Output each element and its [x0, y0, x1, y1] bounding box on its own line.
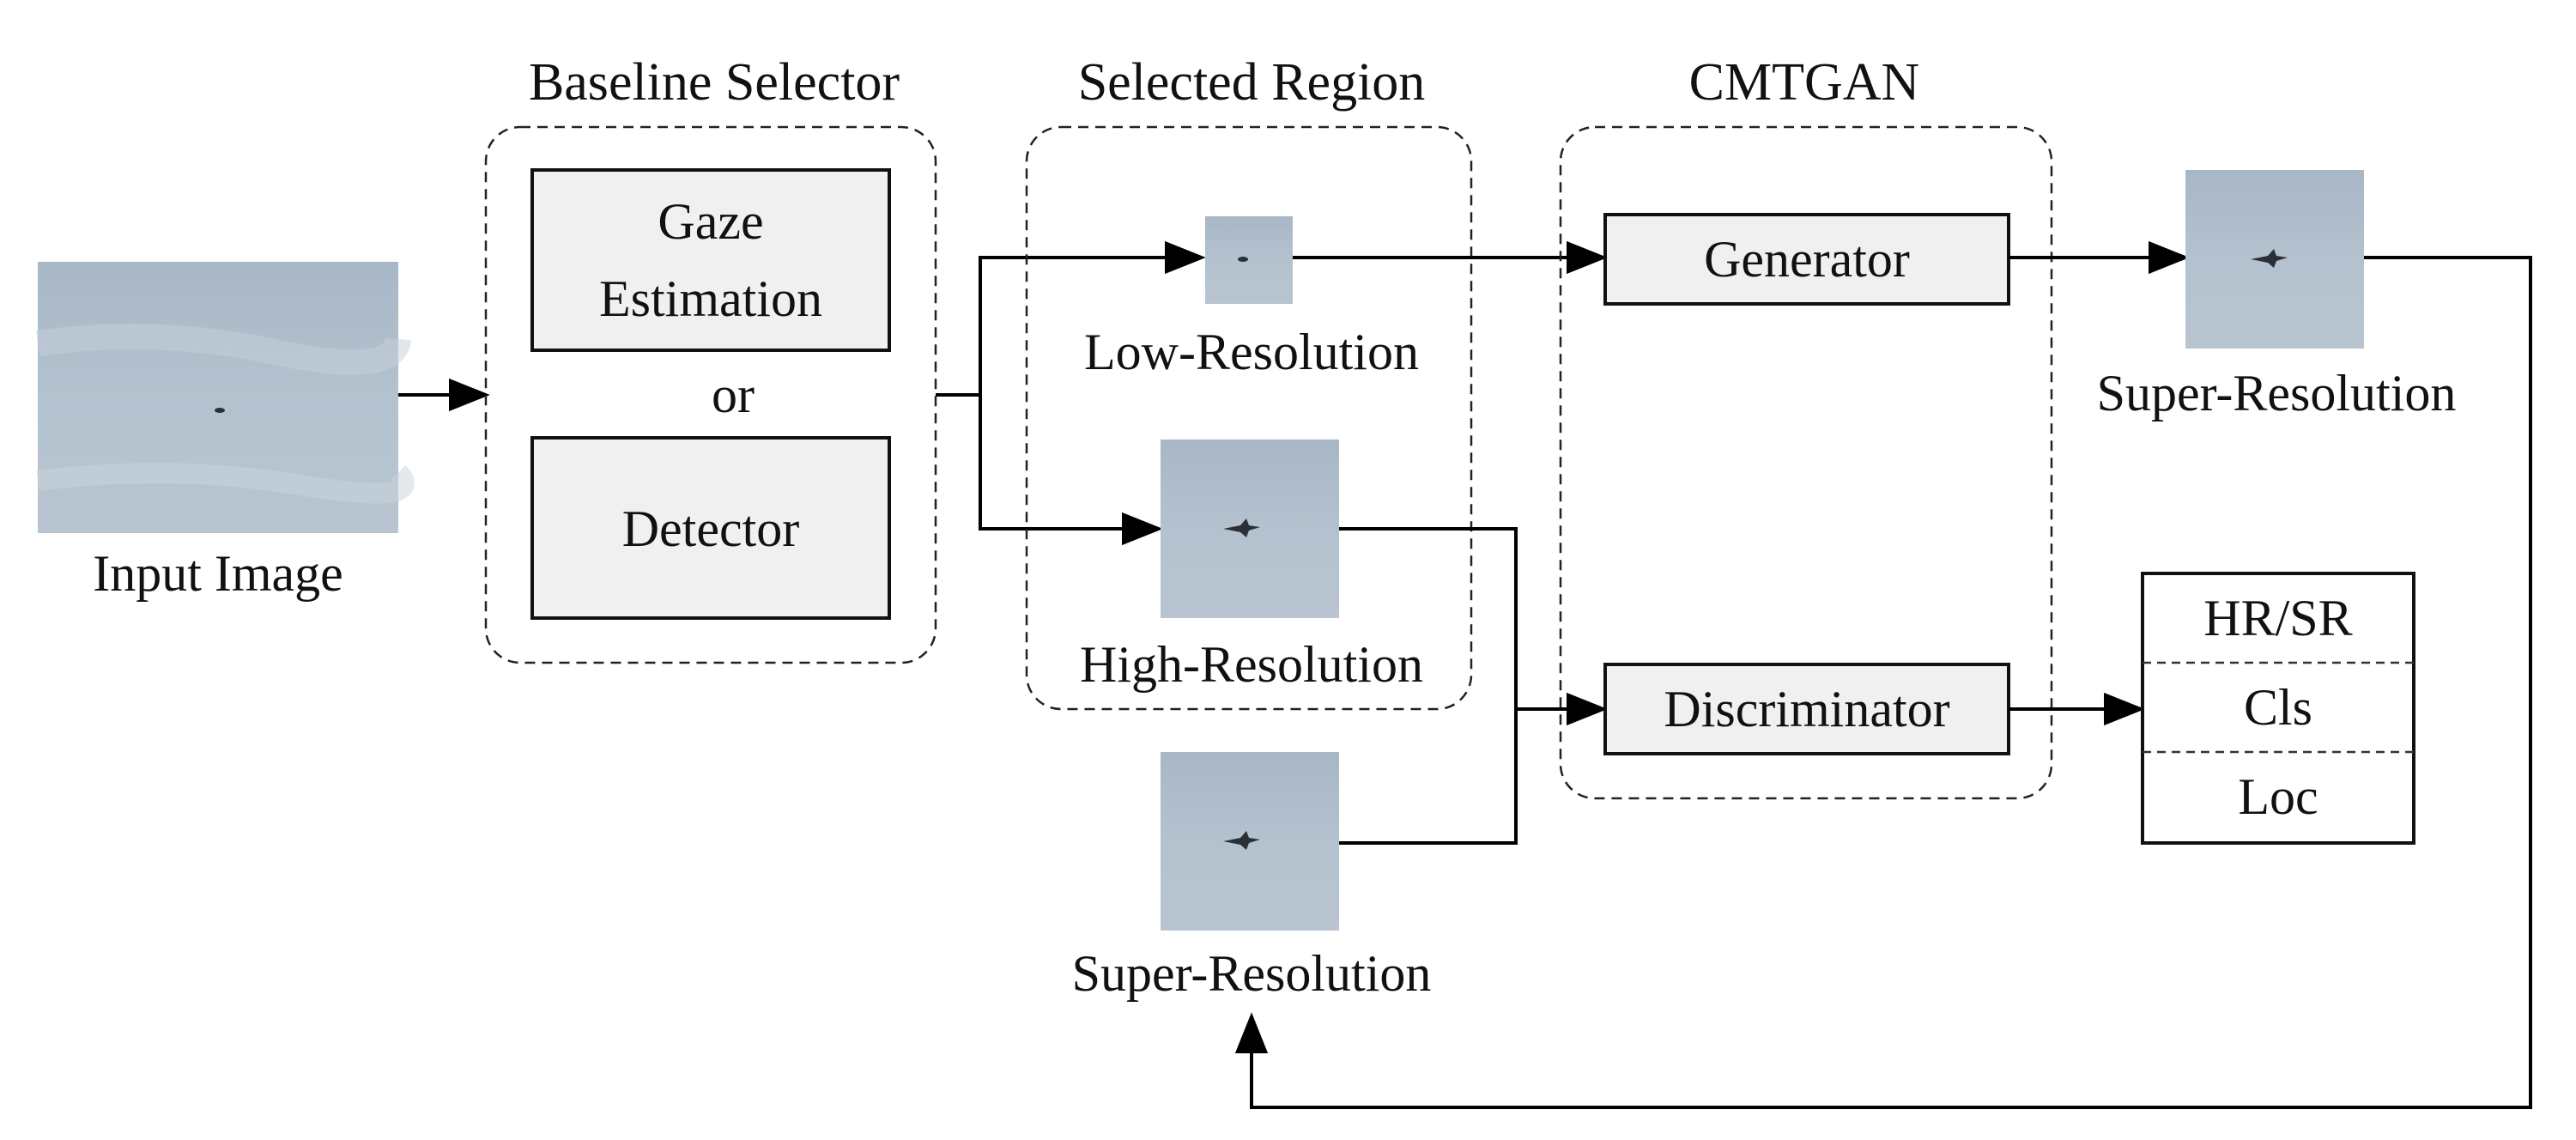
arrow-to-high-res	[979, 395, 1163, 546]
super-resolution-right-label: Super-Resolution	[2097, 365, 2457, 421]
baseline-selector-group: Baseline Selector Gaze Estimation or Det…	[484, 53, 937, 664]
or-label: or	[712, 367, 755, 423]
detector-label: Detector	[622, 500, 800, 557]
generator-box	[1603, 213, 2010, 306]
output-cls-label: Cls	[2244, 679, 2312, 736]
gaze-estimation-box	[530, 168, 891, 352]
arrow-to-low-res	[979, 240, 1206, 395]
low-resolution-patch	[1205, 216, 1293, 304]
input-image-group: Input Image	[35, 262, 415, 602]
cmtgan-group: CMTGAN Generator Discriminator	[1559, 53, 2053, 800]
super-resolution-bottom-label: Super-Resolution	[1072, 945, 1432, 1002]
low-resolution-label: Low-Resolution	[1084, 324, 1419, 380]
baseline-selector-frame	[484, 125, 937, 664]
high-resolution-label: High-Resolution	[1080, 636, 1423, 693]
baseline-selector-title: Baseline Selector	[529, 53, 900, 112]
gaze-estimation-line2: Estimation	[599, 270, 822, 327]
aircraft-icon	[1223, 518, 1260, 537]
cmtgan-title: CMTGAN	[1689, 53, 1920, 112]
generator-label: Generator	[1704, 231, 1910, 288]
aircraft-icon	[1238, 257, 1248, 262]
aircraft-icon	[215, 408, 225, 413]
selected-region-title: Selected Region	[1078, 53, 1426, 112]
output-table: HR/SR Cls Loc	[2141, 572, 2415, 845]
output-loc-label: Loc	[2238, 768, 2318, 825]
discriminator-box	[1603, 663, 2010, 755]
super-resolution-right-group: Super-Resolution	[2097, 170, 2457, 421]
aircraft-icon	[2251, 249, 2288, 268]
selected-region-frame	[1025, 125, 1473, 711]
detector-box	[530, 436, 891, 620]
output-table-frame	[2141, 572, 2415, 845]
input-image-label: Input Image	[93, 545, 343, 602]
wire-hr-to-discriminator	[1339, 527, 1518, 709]
feedback-loop-wire	[1234, 256, 2532, 1109]
gaze-estimation-line1: Gaze	[658, 193, 763, 250]
selected-region-group: Selected Region Low-Resolution High-Reso…	[1025, 53, 1473, 711]
aircraft-icon	[1223, 831, 1260, 850]
output-hrsr-label: HR/SR	[2203, 590, 2352, 646]
super-resolution-bottom-group: Super-Resolution	[1072, 752, 1432, 1002]
discriminator-label: Discriminator	[1664, 681, 1949, 737]
wire-sr-to-discriminator	[1339, 709, 1518, 845]
cmtgan-frame	[1559, 125, 2053, 800]
